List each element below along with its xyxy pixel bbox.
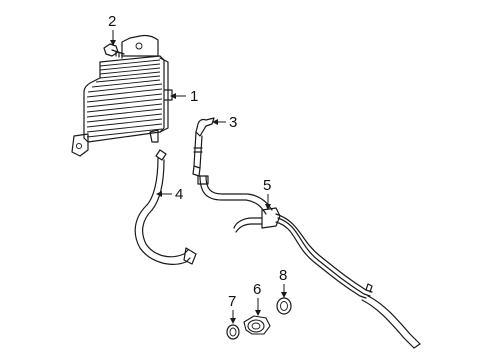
callout-label-8: 8 [279, 267, 287, 284]
cooler-tube-fitting [192, 117, 215, 177]
callout-5: 5 [263, 177, 271, 210]
cooler-line-assembly [197, 175, 421, 349]
callout-label-5: 5 [263, 177, 271, 194]
callout-1: 1 [170, 88, 198, 105]
bolt [103, 43, 125, 59]
callout-label-3: 3 [229, 114, 237, 131]
cooler-hose [134, 149, 197, 265]
callout-label-2: 2 [108, 13, 116, 30]
callout-label-4: 4 [175, 186, 183, 203]
oil-cooler [71, 34, 173, 157]
callout-8: 8 [279, 267, 287, 298]
callout-2: 2 [108, 13, 116, 46]
callout-label-6: 6 [253, 281, 261, 298]
o-ring-large [276, 297, 292, 315]
callout-4: 4 [156, 186, 183, 203]
callout-6: 6 [253, 281, 261, 316]
connector [243, 315, 271, 335]
callout-label-7: 7 [228, 293, 236, 310]
callout-7: 7 [228, 293, 236, 324]
o-ring-small [226, 324, 240, 340]
callout-3: 3 [212, 114, 237, 131]
callout-label-1: 1 [190, 88, 198, 105]
